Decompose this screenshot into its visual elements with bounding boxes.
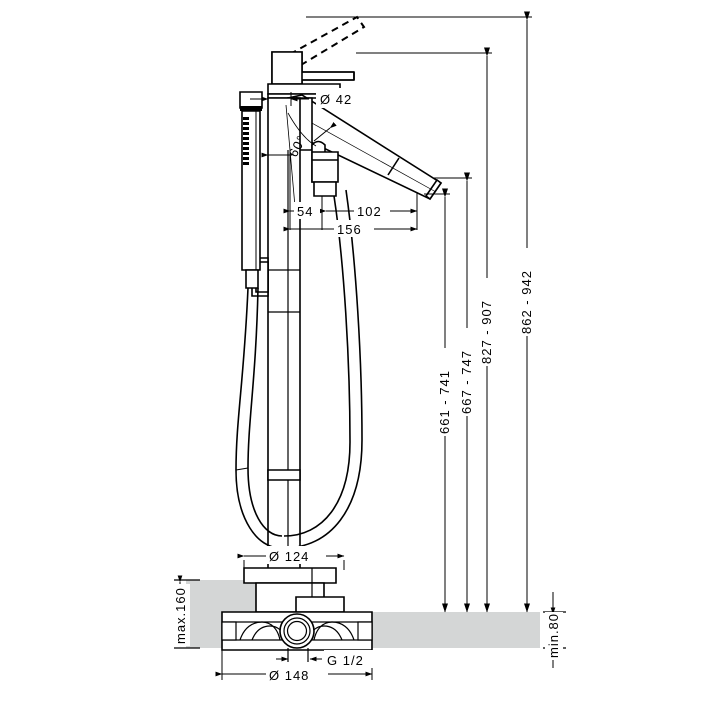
handshower-grip-knurl [243,117,249,165]
label-102: 102 [357,204,382,219]
riser-column [267,97,301,561]
label-661-741: 661 - 741 [437,370,452,434]
label-156: 156 [337,222,362,237]
floor-strip-left [186,612,222,648]
angle-ref-line [285,104,297,219]
product-outline [221,15,443,651]
dimension-labels: Ø 42 60° 54 102 156 661 - 741 667 - 747 … [172,88,563,683]
label-827-907: 827 - 907 [479,300,494,364]
label-54: 54 [297,204,313,219]
angle-arc-60 [287,112,317,147]
label-667-747: 667 - 747 [459,350,474,414]
label-g12: G 1/2 [327,653,364,668]
leader-60deg-up [313,121,337,142]
label-min80: min.80 [546,613,561,658]
handshower [239,91,263,289]
label-max160: max.160 [173,587,188,644]
floor-strip-right [358,612,540,648]
label-862-942: 862 - 942 [519,270,534,334]
rough-in-body [221,611,373,651]
label-d42: Ø 42 [320,92,352,107]
label-d124: Ø 124 [269,549,309,564]
base-pedestal [243,560,345,613]
shower-hose [235,189,363,549]
hose-guide [267,469,301,481]
label-d148: Ø 148 [269,668,309,683]
